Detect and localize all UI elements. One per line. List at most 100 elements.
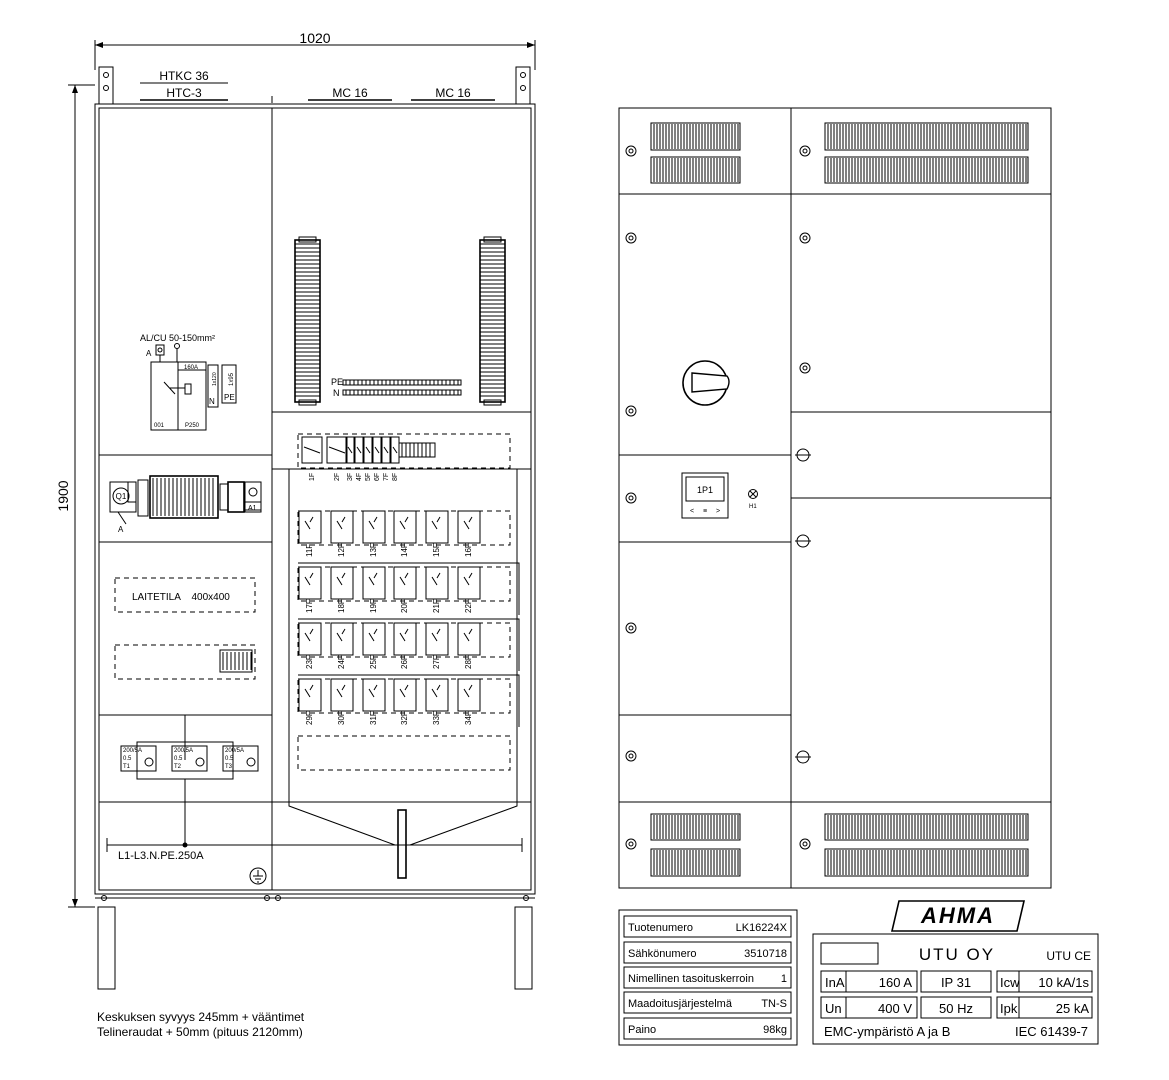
fuse-label: 17F xyxy=(305,599,314,613)
nav-menu: ≡ xyxy=(703,508,707,515)
fuse-holder: 11F xyxy=(298,510,322,557)
fuse-label: 3F xyxy=(347,473,354,481)
door-lock-icon[interactable] xyxy=(625,750,637,762)
ct-label: 200/5A xyxy=(225,748,244,754)
door-lock-icon[interactable] xyxy=(625,145,637,157)
fuse-holder: 15F xyxy=(425,510,449,557)
earth-icon xyxy=(249,867,267,885)
door-lock-icon[interactable] xyxy=(625,232,637,244)
ip-value: IP 31 xyxy=(941,975,971,990)
current-transformers: 200/5A 0.5T1 200/5A 0.5T2 200/5A0.5T3 xyxy=(120,715,259,780)
fuse-label: 14F xyxy=(400,543,409,557)
info-value: TN-S xyxy=(761,998,787,1010)
fuse-holder: 29F xyxy=(298,678,322,725)
fuse-label: 30F xyxy=(337,711,346,725)
cable-comb-right xyxy=(479,236,506,406)
fuse-label: 28F xyxy=(464,655,473,669)
pe-bar-label: PE xyxy=(331,377,343,387)
meter-module: 1P1 < ≡ > H1 xyxy=(681,472,758,519)
meter-terminal-row: Q1 A A1 xyxy=(109,475,262,534)
nav-right: > xyxy=(716,508,720,515)
fuse-holder: 16F xyxy=(457,510,481,557)
fuse-holder: 20F xyxy=(393,566,417,613)
cable-comb-left xyxy=(294,236,321,406)
door-lock-icon[interactable] xyxy=(625,838,637,850)
door-hinge-icon xyxy=(795,448,811,462)
fuse-label: 20F xyxy=(400,599,409,613)
module-label: 1P1 xyxy=(697,485,713,495)
fuse-label: 6F xyxy=(374,473,381,481)
door-lock-icon[interactable] xyxy=(625,405,637,417)
door-lock-icon[interactable] xyxy=(799,232,811,244)
fuse-holder: 34F xyxy=(457,678,481,725)
fuse-label: 27F xyxy=(432,655,441,669)
vent-grille xyxy=(824,156,1029,184)
ct-label: T2 xyxy=(174,764,182,770)
cable-spec-label: AL/CU 50-150mm² xyxy=(140,333,215,343)
width-label: 1020 xyxy=(299,30,330,46)
htkc-label: HTKC 36 xyxy=(159,69,209,83)
door-lock-icon[interactable] xyxy=(799,838,811,850)
info-label: Tuotenumero xyxy=(628,922,693,934)
fuse-holder: 32F xyxy=(393,678,417,725)
fuse-holder: 1F xyxy=(301,436,323,481)
fuse-holder: 3F xyxy=(345,436,355,481)
door-lock-icon[interactable] xyxy=(799,362,811,374)
fuse-holder: 18F xyxy=(330,566,354,613)
hz-value: 50 Hz xyxy=(939,1001,973,1016)
ct-unit: 200/5A 0.5T2 xyxy=(171,745,208,772)
n-bar-label: N xyxy=(333,388,340,398)
fuse-label: 11F xyxy=(305,544,314,557)
fuse-holder: 13F xyxy=(362,510,386,557)
fuse-label: 33F xyxy=(432,711,441,725)
info-value: 1 xyxy=(781,973,787,985)
fuse-holder: 8F xyxy=(390,436,400,481)
fuse-holder: 24F xyxy=(330,622,354,669)
fuse-label: 23F xyxy=(305,655,314,669)
icw-value: 10 kA/1s xyxy=(1038,975,1089,990)
ina-value: 160 A xyxy=(879,975,913,990)
fuse-label: 26F xyxy=(400,655,409,669)
info-label: Maadoitusjärjestelmä xyxy=(628,998,733,1010)
info-label: Paino xyxy=(628,1024,656,1036)
ct-label: 200/5A xyxy=(174,748,193,754)
fuse-holder: 33F xyxy=(425,678,449,725)
door-lock-icon[interactable] xyxy=(625,622,637,634)
vent-grille xyxy=(824,813,1029,841)
a-label-top: A xyxy=(146,349,152,358)
vent-grille xyxy=(650,156,741,184)
icw-label: Icw xyxy=(1000,975,1020,990)
ct-label: T1 xyxy=(123,764,131,770)
fuse-label: 16F xyxy=(464,543,473,557)
fuse-holder: 25F xyxy=(362,622,386,669)
info-row: Maadoitusjärjestelmä TN-S xyxy=(623,991,792,1014)
ct-label: 200/5A xyxy=(123,748,142,754)
ct-label: 0.5 xyxy=(174,756,183,762)
vent-grille xyxy=(650,848,741,877)
fuse-label: 19F xyxy=(369,599,378,613)
fuse-holder: 7F xyxy=(381,436,391,481)
fuse-holder: 28F xyxy=(457,622,481,669)
fuse-holder: 19F xyxy=(362,566,386,613)
a1-label: A1 xyxy=(248,505,257,512)
main-switch-block: AL/CU 50-150mm² A 160A 001 P250 N 1x120 … xyxy=(140,333,237,431)
iec-label: IEC 61439-7 xyxy=(1015,1024,1088,1039)
stand-legs xyxy=(95,895,535,990)
fuse-label: 31F xyxy=(369,711,378,725)
ct-unit: 200/5A0.5T3 xyxy=(222,745,259,772)
main-switch-handle xyxy=(682,360,730,406)
htc-label: HTC-3 xyxy=(166,86,202,100)
fuse-label: 15F xyxy=(432,543,441,557)
door-lock-icon[interactable] xyxy=(799,145,811,157)
fuse-holder: 22F xyxy=(457,566,481,613)
width-dimension: 1020 xyxy=(94,30,536,70)
vent-grille xyxy=(650,813,741,841)
door-lock-icon[interactable] xyxy=(625,492,637,504)
top-entry-labels: HTKC 36 HTC-3 MC 16 MC 16 xyxy=(140,69,495,103)
fuse-label: 2F xyxy=(334,473,341,481)
un-label: Un xyxy=(825,1001,842,1016)
